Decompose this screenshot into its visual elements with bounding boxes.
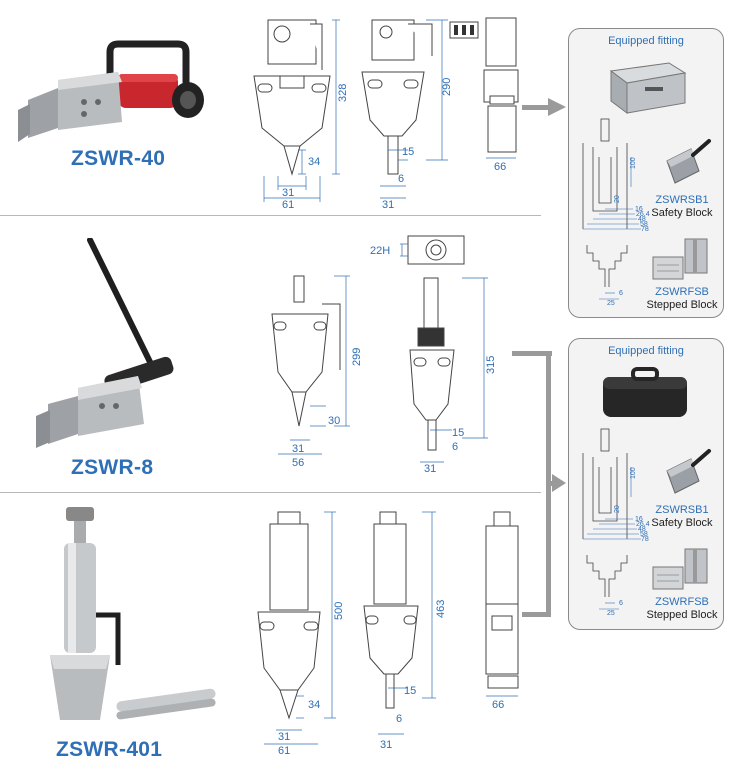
fitting-panel-2: Equipped fitting 100 20 16 26.4 48 58 78… bbox=[568, 338, 724, 630]
fitting-panel-1: Equipped fitting 100 20 16 26.4 48 58 78… bbox=[568, 28, 724, 318]
block-dim-20: 20 bbox=[614, 505, 621, 513]
section-divider-1 bbox=[0, 215, 541, 216]
dim-zswr40-side-w2: 6 bbox=[398, 173, 404, 185]
stepped-block-diagram: 6 25 bbox=[586, 555, 628, 615]
dim-zswr40-top-width: 66 bbox=[494, 161, 506, 173]
dim-zswr401-side-w2: 6 bbox=[396, 713, 402, 725]
block-dim-78: 78 bbox=[641, 536, 649, 543]
safety-block-code: ZSWRSB1 bbox=[655, 194, 709, 206]
zswr8-photo bbox=[36, 238, 174, 448]
step-dim-25: 25 bbox=[607, 300, 615, 305]
zswr401-top-drawing: 66 bbox=[485, 511, 519, 711]
block-dim-78: 78 bbox=[641, 226, 649, 233]
zswr40-top-drawing: 66 bbox=[449, 17, 519, 173]
dim-zswr40-tip-width: 31 bbox=[282, 187, 294, 199]
zswr401-photo bbox=[50, 507, 216, 720]
dim-zswr8-tip-width: 31 bbox=[292, 443, 304, 455]
dim-zswr401-width: 61 bbox=[278, 745, 290, 757]
step-dim-6: 6 bbox=[619, 290, 623, 297]
section-divider-2 bbox=[0, 492, 541, 493]
block-dim-48: 48 bbox=[638, 526, 646, 533]
zswr8-hex-drawing: 22H bbox=[370, 235, 465, 265]
dim-zswr40-height-front: 328 bbox=[337, 84, 349, 102]
safety-block-name: Safety Block bbox=[651, 207, 713, 219]
dim-zswr401-side-w1: 15 bbox=[404, 685, 416, 697]
dim-zswr40-width: 61 bbox=[282, 199, 294, 210]
dim-zswr8-width: 56 bbox=[292, 457, 304, 469]
dim-zswr8-hex: 22H bbox=[370, 245, 390, 257]
dim-zswr40-side-w3: 31 bbox=[382, 199, 394, 210]
dim-zswr401-top-width: 66 bbox=[492, 699, 504, 711]
block-dim-26-4: 26.4 bbox=[636, 521, 650, 528]
dim-zswr8-side-w2: 6 bbox=[452, 441, 458, 453]
block-dim-100: 100 bbox=[630, 157, 637, 169]
stepped-block-diagram: 6 25 bbox=[586, 245, 628, 305]
dim-zswr8-height-front: 299 bbox=[351, 348, 363, 366]
model-title-zswr8: ZSWR-8 bbox=[71, 456, 154, 479]
safety-block-label: ZSWRSB1 Safety Block bbox=[637, 194, 727, 220]
case-icon bbox=[609, 62, 687, 114]
case-icon bbox=[603, 367, 687, 417]
safety-block-code: ZSWRSB1 bbox=[655, 504, 709, 516]
dim-zswr8-side-w1: 15 bbox=[452, 427, 464, 439]
step-dim-6: 6 bbox=[619, 600, 623, 607]
dim-zswr401-height-side: 463 bbox=[435, 600, 447, 618]
block-dim-26-4: 26.4 bbox=[636, 211, 650, 218]
safety-block-icon bbox=[666, 139, 711, 184]
dim-zswr401-tip: 34 bbox=[308, 699, 320, 711]
model-title-zswr40: ZSWR-40 bbox=[71, 147, 166, 170]
block-dim-100: 100 bbox=[630, 467, 637, 479]
stepped-block-label: ZSWRFSB Stepped Block bbox=[637, 286, 727, 312]
stepped-block-name: Stepped Block bbox=[646, 609, 718, 621]
safety-block-name: Safety Block bbox=[651, 517, 713, 529]
block-dim-16: 16 bbox=[635, 206, 643, 213]
fitting-panel-title: Equipped fitting bbox=[608, 345, 684, 357]
block-dim-48: 48 bbox=[638, 216, 646, 223]
block-dim-58: 58 bbox=[640, 531, 648, 538]
stepped-block-code: ZSWRFSB bbox=[655, 286, 709, 298]
step-dim-25: 25 bbox=[607, 610, 615, 615]
block-dim-20: 20 bbox=[614, 195, 621, 203]
dim-zswr401-side-w3: 31 bbox=[380, 739, 392, 751]
dim-zswr8-height-side: 315 bbox=[485, 356, 497, 374]
stepped-block-icon bbox=[652, 238, 708, 280]
block-dim-16: 16 bbox=[635, 516, 643, 523]
stepped-block-icon bbox=[652, 548, 708, 590]
dim-zswr40-side-w1: 15 bbox=[402, 146, 414, 158]
stepped-block-label: ZSWRFSB Stepped Block bbox=[637, 596, 727, 622]
zswr8-front-drawing: 299 30 31 56 bbox=[271, 275, 363, 469]
zswr40-side-drawing: 290 15 6 31 bbox=[361, 19, 453, 210]
dim-zswr401-height-front: 500 bbox=[333, 602, 345, 620]
dim-zswr40-tip: 34 bbox=[308, 156, 320, 168]
stepped-block-code: ZSWRFSB bbox=[655, 596, 709, 608]
zswr401-front-drawing: 500 34 31 61 bbox=[257, 511, 345, 757]
dim-zswr8-tip: 30 bbox=[328, 415, 340, 427]
stepped-block-name: Stepped Block bbox=[646, 299, 718, 311]
zswr40-front-drawing: 328 34 31 61 bbox=[253, 19, 349, 210]
safety-block-icon bbox=[666, 449, 711, 494]
safety-block-diagram: 100 20 16 26.4 48 58 78 bbox=[582, 118, 650, 233]
zswr8-side-drawing: 315 15 6 31 bbox=[409, 277, 497, 475]
fitting-panel-title: Equipped fitting bbox=[608, 35, 684, 47]
block-dim-58: 58 bbox=[640, 221, 648, 228]
dim-zswr401-tip-width: 31 bbox=[278, 731, 290, 743]
zswr40-photo bbox=[18, 40, 204, 142]
dim-zswr8-side-w3: 31 bbox=[424, 463, 436, 475]
dim-zswr40-height-side: 290 bbox=[441, 78, 453, 96]
model-title-zswr401: ZSWR-401 bbox=[56, 738, 163, 761]
safety-block-diagram: 100 20 16 26.4 48 58 78 bbox=[582, 428, 650, 543]
zswr401-side-drawing: 463 15 6 31 bbox=[363, 511, 447, 751]
safety-block-label: ZSWRSB1 Safety Block bbox=[637, 504, 727, 530]
